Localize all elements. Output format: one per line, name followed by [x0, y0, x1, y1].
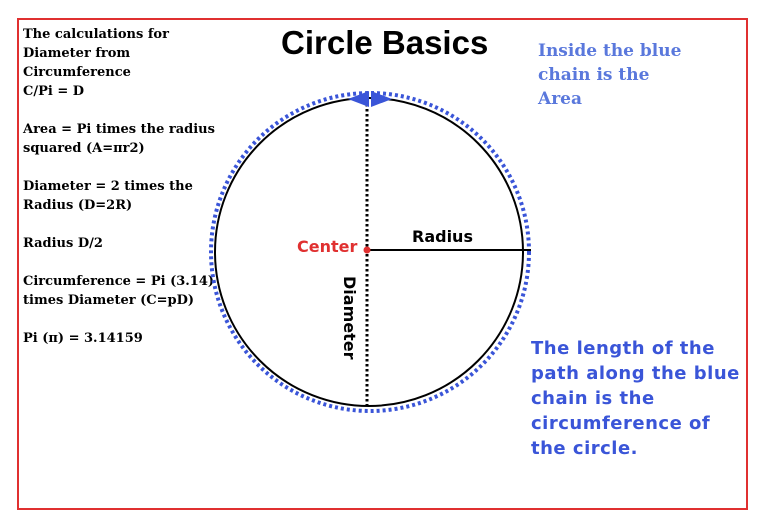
note-area: Area = Pi times the radius squared (A=πr… — [23, 120, 223, 158]
circumference-note-line: The length of the — [531, 338, 715, 359]
note-line: Circumference = Pi (3.14) — [23, 274, 215, 289]
note-line: Area = Pi times the radius — [23, 122, 215, 137]
note-line: Circumference — [23, 65, 131, 80]
diagram-frame — [17, 18, 748, 510]
circumference-note-line: the circle. — [531, 438, 638, 459]
page-title: Circle Basics — [281, 24, 489, 61]
note-line: Radius D/2 — [23, 236, 103, 251]
blue-chain — [209, 91, 531, 413]
center-point — [363, 246, 371, 254]
note-radius: Radius D/2 — [23, 234, 223, 253]
note-diameter: Diameter = 2 times the Radius (D=2R) — [23, 177, 223, 215]
note-line: squared (A=πr2) — [23, 141, 145, 156]
diameter-label: Diameter — [340, 276, 359, 360]
radius-label: Radius — [412, 227, 473, 246]
note-line: Diameter from — [23, 46, 131, 61]
note-line: C/Pi = D — [23, 84, 85, 99]
circumference-note-line: circumference of — [531, 413, 711, 434]
circumference-note: The length of the path along the blue ch… — [531, 336, 740, 461]
note-circumference: Circumference = Pi (3.14) times Diameter… — [23, 272, 223, 310]
chain-arrow-right-icon — [371, 91, 392, 107]
note-line: Radius (D=2R) — [23, 198, 133, 213]
area-note: Inside the blue chain is the Area — [538, 39, 681, 111]
note-line: times Diameter (C=pD) — [23, 293, 195, 308]
formula-notes: The calculations for Diameter from Circu… — [23, 25, 223, 367]
note-line: Diameter = 2 times the — [23, 179, 193, 194]
area-note-line: Inside the blue — [538, 41, 682, 61]
center-label: Center — [297, 237, 357, 256]
note-line: Pi (π) = 3.14159 — [23, 331, 143, 346]
area-note-line: chain is the — [538, 65, 650, 85]
note-pi: Pi (π) = 3.14159 — [23, 329, 223, 348]
note-line: The calculations for — [23, 27, 169, 42]
chain-arrow-left-icon — [348, 91, 369, 107]
note-diameter-from-circumference: The calculations for Diameter from Circu… — [23, 25, 223, 101]
area-note-line: Area — [538, 89, 582, 109]
circumference-note-line: chain is the — [531, 388, 655, 409]
circumference-note-line: path along the blue — [531, 363, 740, 384]
